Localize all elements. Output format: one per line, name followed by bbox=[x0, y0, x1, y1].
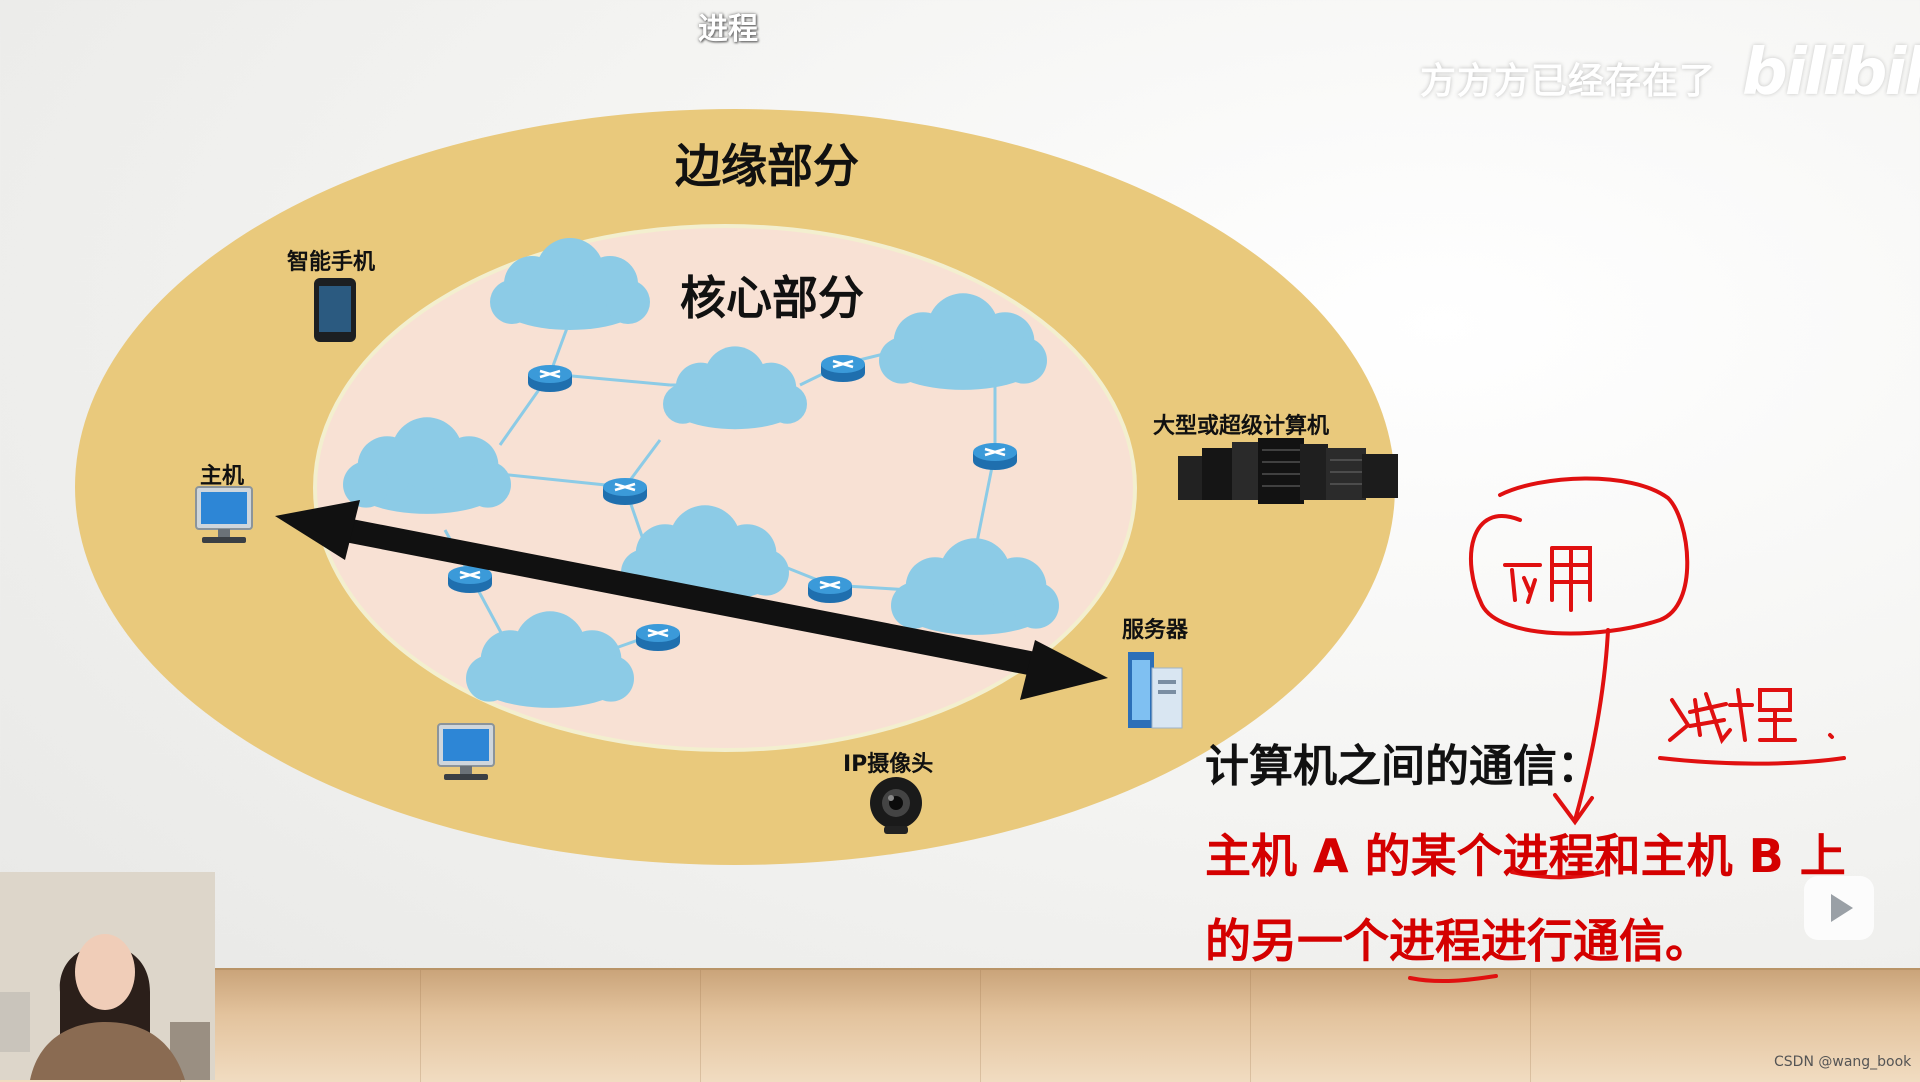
router-5 bbox=[446, 564, 494, 595]
presenter-webcam bbox=[0, 872, 215, 1080]
credit-watermark: CSDN @wang_book bbox=[1774, 1054, 1912, 1070]
double-arrow-icon bbox=[275, 500, 1108, 700]
server-icon bbox=[1128, 652, 1183, 729]
channel-watermark: 方方方已经存在了 bbox=[1420, 61, 1717, 102]
server-label: 服务器 bbox=[1122, 618, 1189, 643]
site-logo: bilibili bbox=[1742, 36, 1920, 110]
top-caption: 进程 bbox=[698, 12, 758, 47]
core-region-label: 核心部分 bbox=[680, 271, 864, 325]
ip-camera-label: IP摄像头 bbox=[843, 752, 934, 777]
router-7 bbox=[634, 622, 682, 653]
communication-line-2: 的另一个进程进行通信。 bbox=[1205, 914, 1711, 968]
play-button[interactable] bbox=[1804, 876, 1874, 940]
underline-1 bbox=[1510, 870, 1604, 880]
arrow-annotation bbox=[1553, 628, 1610, 826]
router-1 bbox=[526, 363, 574, 394]
smartphone-label: 智能手机 bbox=[287, 250, 376, 275]
floor-background bbox=[0, 968, 1920, 1082]
router-2 bbox=[819, 353, 867, 384]
edge-region-label: 边缘部分 bbox=[675, 139, 859, 193]
underline-2 bbox=[1408, 974, 1498, 984]
presenter-avatar bbox=[0, 872, 215, 1080]
router-6 bbox=[806, 574, 854, 605]
ip-camera-icon bbox=[870, 777, 922, 834]
mainframe-icon bbox=[1178, 438, 1398, 504]
smartphone-icon bbox=[314, 278, 356, 342]
router-4 bbox=[601, 476, 649, 507]
communication-line-1: 主机 A 的某个进程和主机 B 上 bbox=[1205, 829, 1846, 883]
mainframe-label: 大型或超级计算机 bbox=[1153, 414, 1330, 439]
pen-annotations bbox=[1408, 476, 1846, 984]
underline-3 bbox=[1658, 756, 1846, 766]
router-3 bbox=[971, 441, 1019, 472]
circle-annotation bbox=[1469, 476, 1690, 636]
host-label: 主机 bbox=[200, 464, 245, 489]
communication-title: 计算机之间的通信： bbox=[1205, 741, 1601, 792]
